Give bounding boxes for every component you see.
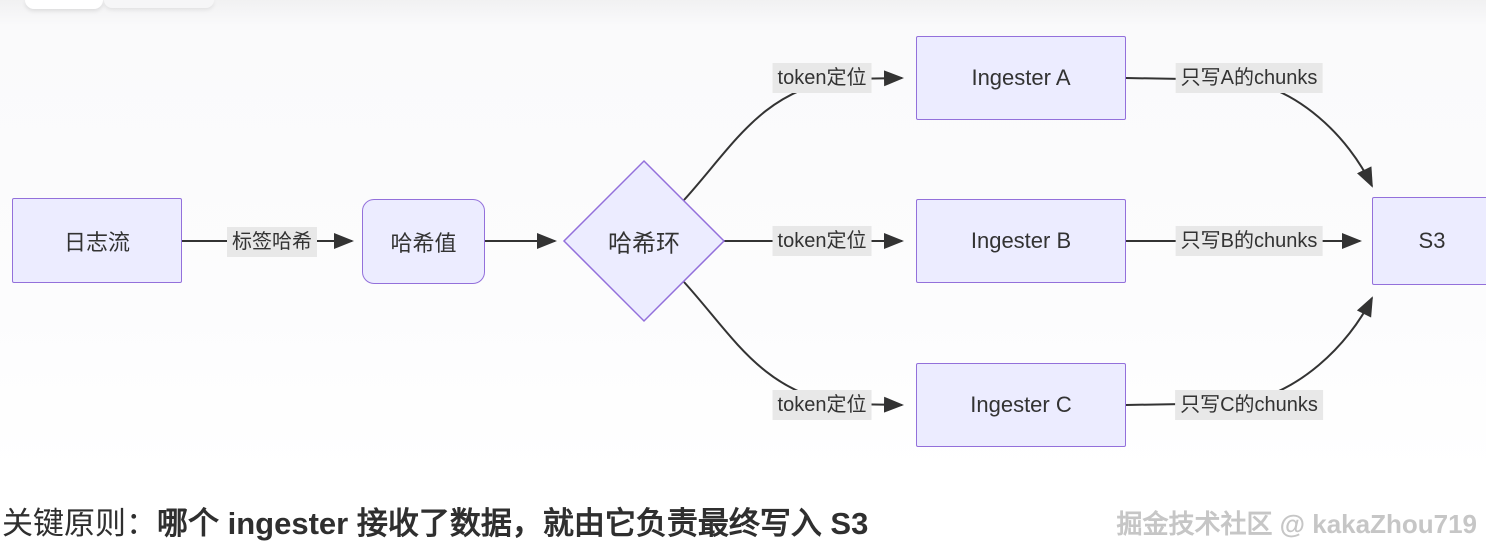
caption-strong-text: 哪个 ingester 接收了数据，就由它负责最终写入 S3 [157,506,869,541]
node-ingester-c: Ingester C [916,363,1126,447]
node-log-stream: 日志流 [12,198,182,283]
watermark-juejin: 掘金技术社区 @ kakaZhou719 [1116,509,1477,539]
edge-label-write-a-chunks: 只写A的chunks [1175,63,1323,93]
edge-label-write-c-chunks: 只写C的chunks [1175,390,1323,420]
node-ingester-a-label: Ingester A [971,65,1071,90]
edge-label-tag-hash: 标签哈希 [227,227,317,257]
edge-hashring-to-ingester-c [683,281,904,413]
edge-ingester-a-to-s3 [1125,77,1373,188]
node-hash-ring-label: 哈希环 [608,230,680,258]
node-s3: S3 [1372,197,1486,285]
node-ingester-b-label: Ingester B [970,228,1072,253]
node-ingester-a: Ingester A [916,36,1126,120]
edge-label-token-locate-c: token定位 [772,390,872,420]
tab-remnant [25,0,103,9]
node-log-stream-label: 日志流 [63,229,130,255]
hash-ring-diamond [562,159,726,323]
caption-prefix: 关键原则： [2,506,157,541]
tab-remnant [104,0,214,8]
edge-hashring-to-ingester-a [683,70,904,201]
edge-label-token-locate-a: token定位 [772,63,872,93]
edge-ingester-c-to-s3 [1125,296,1373,406]
node-ingester-c-label: Ingester C [970,392,1072,417]
node-ingester-b: Ingester B [916,199,1126,283]
edge-label-write-b-chunks: 只写B的chunks [1175,226,1323,256]
node-s3-label: S3 [1418,228,1446,253]
node-hash-value: 哈希值 [362,199,485,284]
key-principle-caption: 关键原则：哪个 ingester 接收了数据，就由它负责最终写入 S3 [2,498,868,543]
edge-label-token-locate-b: token定位 [772,226,872,256]
node-hash-value-label: 哈希值 [390,230,457,256]
